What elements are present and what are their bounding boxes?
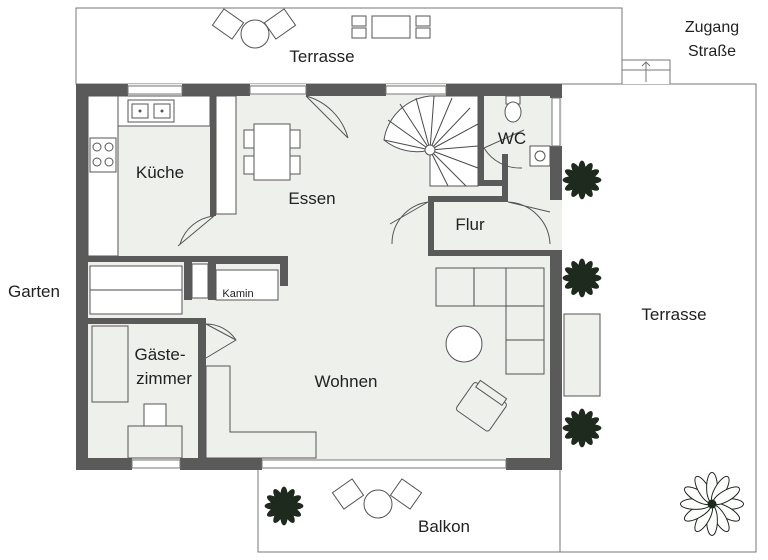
- plant-icon: [562, 258, 602, 298]
- window-stairs: [385, 85, 447, 95]
- guest-desk: [127, 425, 183, 459]
- staircase-icon: [383, 95, 479, 187]
- terrace-table-set: [211, 8, 297, 49]
- label-terrasse-top: Terrasse: [289, 47, 354, 66]
- plant-icon: [680, 472, 744, 536]
- plants: [264, 160, 744, 536]
- armchair: [455, 379, 508, 432]
- sofa: [435, 267, 545, 375]
- guest-bed: [91, 325, 129, 403]
- balcony-table-set: [331, 478, 423, 519]
- label-wc: WC: [498, 129, 526, 148]
- sideboard: [205, 365, 317, 459]
- balcony-area: [257, 465, 561, 553]
- label-kamin: Kamin: [222, 288, 253, 300]
- coffee-table: [445, 325, 483, 363]
- label-kueche: Küche: [136, 163, 184, 182]
- label-gaeste-1: Gäste-: [134, 345, 185, 364]
- plant-icon: [562, 408, 602, 448]
- label-terrasse-right: Terrasse: [641, 305, 706, 324]
- stove-icon: [89, 137, 117, 173]
- label-garten: Garten: [8, 282, 60, 301]
- window-guest: [131, 459, 181, 469]
- plant-icon: [562, 160, 602, 200]
- plant-icon: [264, 486, 304, 526]
- label-gaeste-2: zimmer: [136, 369, 192, 388]
- doors: [177, 95, 551, 359]
- dining-table: [243, 123, 301, 181]
- guest-chair: [143, 403, 167, 427]
- window-living: [261, 459, 507, 469]
- toilet-icon: [504, 95, 522, 123]
- terrace-top-area: [75, 7, 623, 85]
- label-essen: Essen: [288, 189, 335, 208]
- kitchen-counter: [87, 95, 237, 257]
- terrace-lounger: [563, 313, 601, 397]
- label-balkon: Balkon: [418, 517, 470, 536]
- outer-walls: [76, 84, 562, 470]
- label-wohnen: Wohnen: [314, 372, 377, 391]
- label-flur: Flur: [455, 215, 485, 234]
- label-strasse: Straße: [688, 43, 736, 60]
- window-wc: [551, 97, 561, 147]
- window-kitchen: [127, 85, 183, 95]
- fireplace: [215, 269, 279, 301]
- terrace-lounger-set: [351, 15, 431, 39]
- window-dining: [249, 85, 307, 95]
- inner-walls: [88, 96, 550, 458]
- label-zugang: Zugang: [685, 19, 739, 36]
- cabinet-small: [191, 263, 209, 299]
